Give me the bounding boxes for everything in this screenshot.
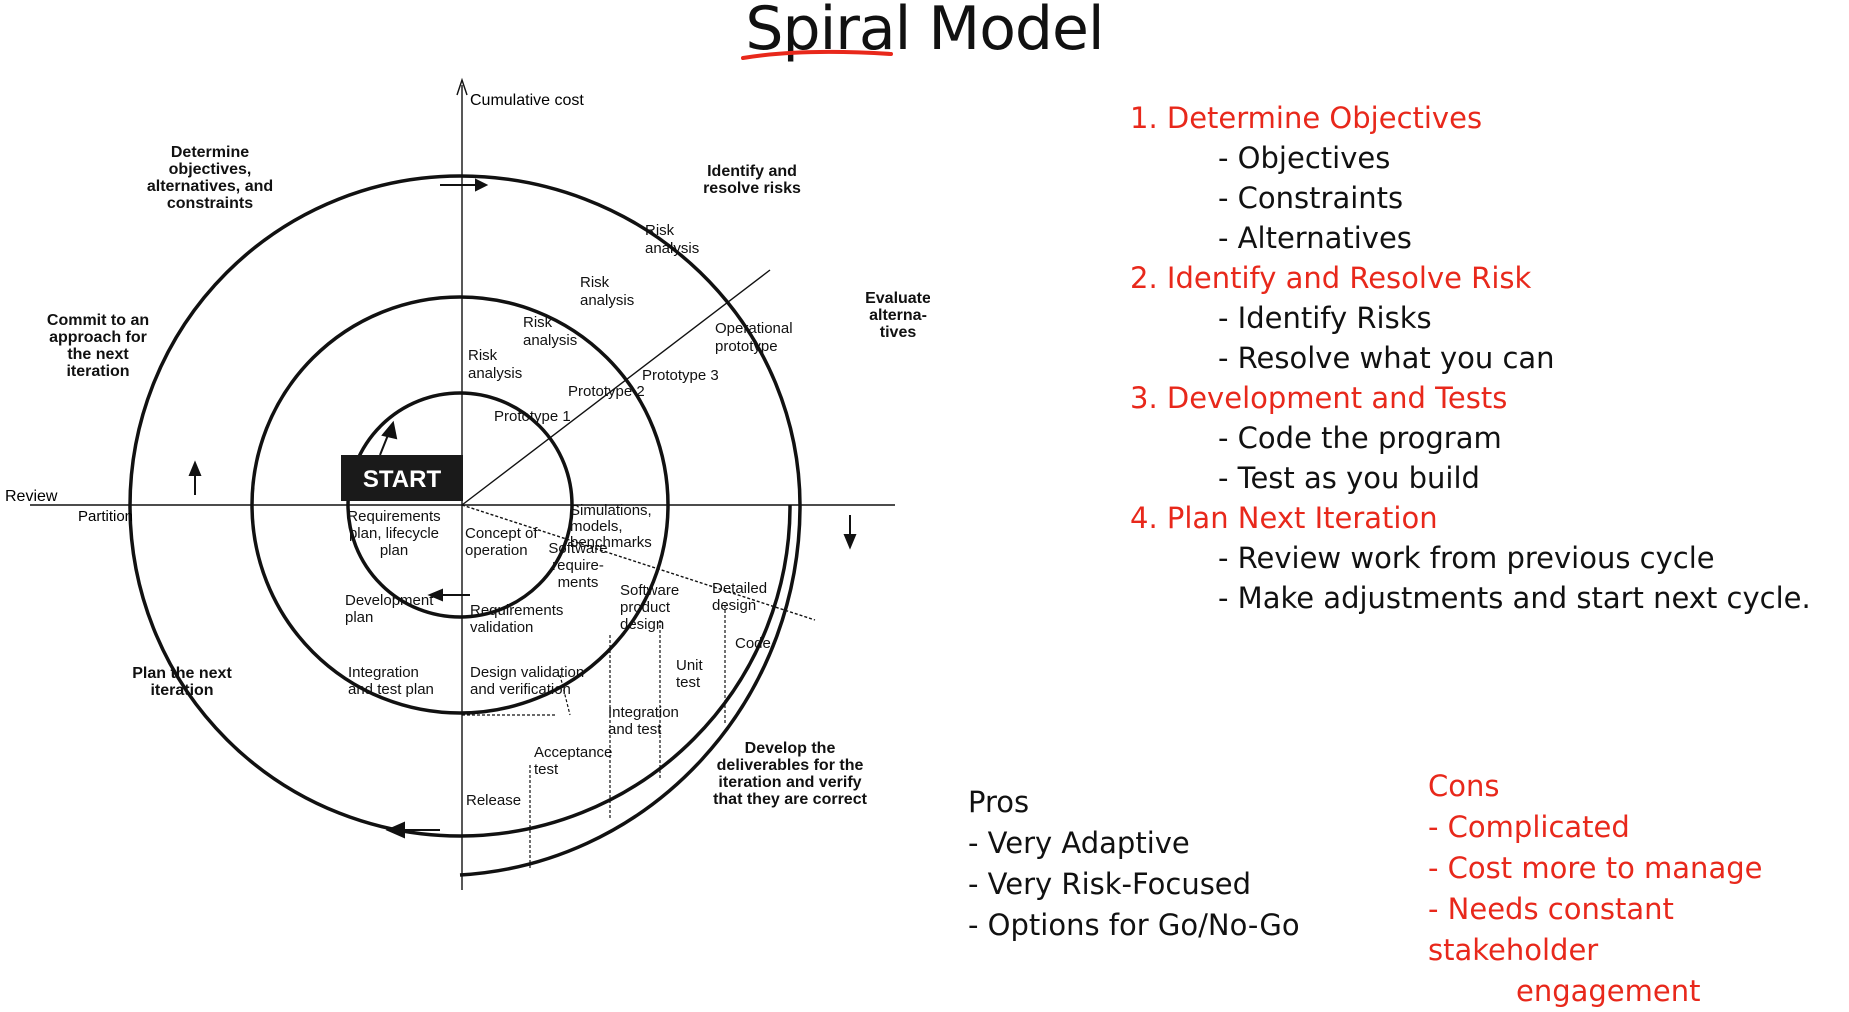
spiral-arc-3 (128, 174, 792, 838)
partition-label: Partition (78, 508, 133, 525)
step-item: - Alternatives (1218, 221, 1412, 255)
cons-list: Cons - Complicated - Cost more to manage… (1428, 766, 1849, 1012)
cons-item-continuation: engagement (1516, 974, 1701, 1008)
step-item: - Code the program (1218, 421, 1502, 455)
cons-item: - Complicated (1428, 810, 1630, 844)
red-underline (741, 49, 894, 60)
direction-arrows (188, 178, 857, 839)
start-label: START (363, 466, 442, 493)
title-rest: Model (910, 0, 1104, 64)
cons-item: - Cost more to manage (1428, 851, 1763, 885)
step-item: - Objectives (1218, 141, 1391, 175)
pros-list: Pros - Very Adaptive - Very Risk-Focused… (968, 782, 1300, 946)
cons-item: - Needs constant stakeholder (1428, 892, 1674, 967)
vertical-axis-arrow (456, 77, 468, 96)
spiral-diagram: START Cumulative cost Review Partition D… (0, 75, 930, 920)
cons-heading: Cons (1428, 769, 1500, 803)
step-heading: 3. Development and Tests (1130, 381, 1508, 415)
step-item: - Review work from previous cycle (1218, 541, 1715, 575)
release-label: Release (466, 792, 521, 809)
step-heading: 2. Identify and Resolve Risk (1130, 261, 1532, 295)
step-heading: 1. Determine Objectives (1130, 101, 1483, 135)
step-item: - Test as you build (1218, 461, 1480, 495)
risk-divider-2 (461, 504, 816, 621)
dashed-cycle-lines (462, 605, 726, 870)
step-item: - Constraints (1218, 181, 1404, 215)
code-label: Code (735, 635, 771, 652)
risk-divider-1 (461, 269, 771, 506)
simulations-label: Simulations,models,benchmarks (570, 502, 652, 551)
page-title: Spiral Model (0, 0, 1849, 64)
axes (30, 77, 895, 890)
step-heading: 4. Plan Next Iteration (1130, 501, 1438, 535)
step-item: - Identify Risks (1218, 301, 1432, 335)
pros-item: - Options for Go/No-Go (968, 908, 1300, 942)
start-box (341, 455, 463, 501)
step-item: - Resolve what you can (1218, 341, 1555, 375)
cumulative-cost-label: Cumulative cost (470, 92, 584, 109)
review-label: Review (5, 488, 58, 505)
prototype-1-label: Prototype 1 (494, 408, 571, 425)
prototype-3-label: Prototype 3 (642, 367, 719, 384)
steps-list: 1. Determine Objectives - Objectives - Con… (1130, 98, 1811, 618)
title-underlined-word: Spiral (741, 0, 911, 64)
pros-item: - Very Risk-Focused (968, 867, 1252, 901)
pros-item: - Very Adaptive (968, 826, 1190, 860)
step-item: - Make adjustments and start next cycle. (1218, 581, 1811, 615)
prototype-2-label: Prototype 2 (568, 383, 645, 400)
pros-heading: Pros (968, 785, 1030, 819)
